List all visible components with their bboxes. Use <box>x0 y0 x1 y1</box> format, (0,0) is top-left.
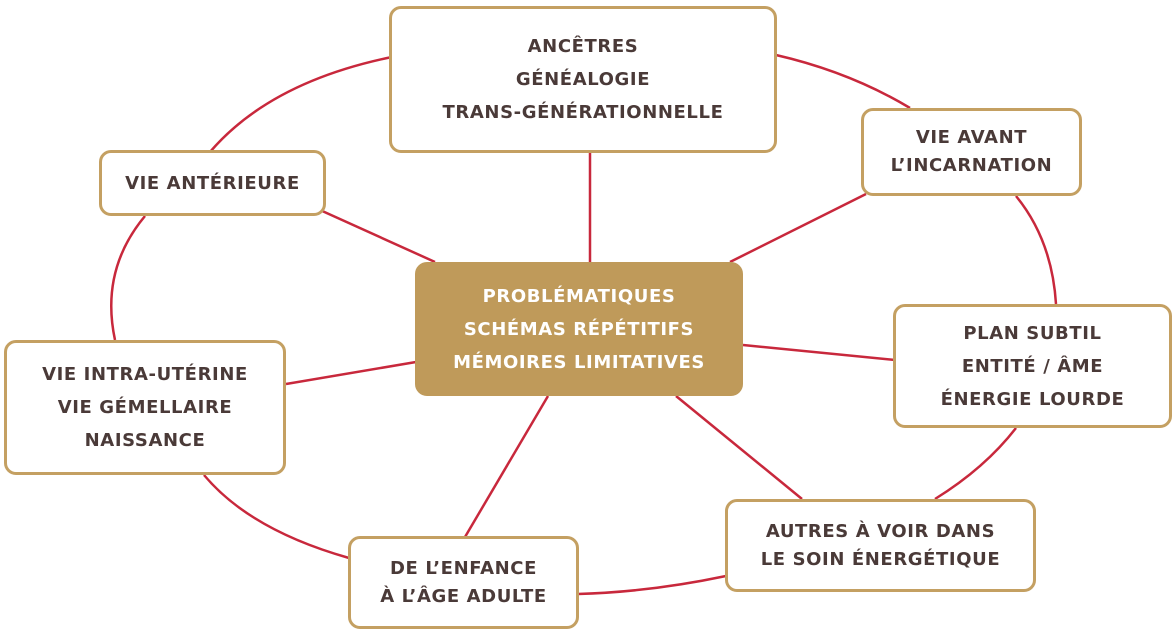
node-ancetres: ANCÊTRES GÉNÉALOGIE TRANS-GÉNÉRATIONNELL… <box>389 6 777 153</box>
spoke-connector-intra <box>285 360 417 386</box>
node-text-line: GÉNÉALOGIE <box>515 69 651 90</box>
node-plan-subtil: PLAN SUBTIL ENTITÉ / ÂME ÉNERGIE LOURDE <box>893 304 1172 428</box>
node-text-line: VIE INTRA-UTÉRINE <box>42 364 248 385</box>
node-text-line: ÉNERGIE LOURDE <box>940 388 1125 410</box>
node-text-line: L’INCARNATION <box>890 155 1053 176</box>
node-text-line: VIE GÉMELLAIRE <box>57 397 233 418</box>
node-text-line: À L’ÂGE ADULTE <box>380 585 547 607</box>
spoke-connector-enfance <box>463 395 550 538</box>
ring-connector-ancetres-avant <box>775 53 911 110</box>
node-text-line: PLAN SUBTIL <box>963 322 1102 344</box>
center-node-problematiques: PROBLÉMATIQUES SCHÉMAS RÉPÉTITIFS MÉMOIR… <box>415 262 743 396</box>
node-text-line: VIE ANTÉRIEURE <box>125 172 300 194</box>
node-text-line: ENTITÉ / ÂME <box>961 355 1104 377</box>
node-text-line: DE L’ENFANCE <box>390 557 537 579</box>
node-text-line: MÉMOIRES LIMITATIVES <box>453 351 705 373</box>
node-enfance-age-adulte: DE L’ENFANCE À L’ÂGE ADULTE <box>348 536 579 629</box>
node-text-line: AUTRES À VOIR DANS <box>765 520 996 542</box>
spoke-connector-avant <box>729 192 867 264</box>
ring-connector-enfance-intra <box>203 474 350 560</box>
node-text-line: SCHÉMAS RÉPÉTITIFS <box>463 318 695 340</box>
spoke-connector-autres <box>675 395 803 500</box>
spoke-connector-anterieure <box>319 208 436 264</box>
node-vie-avant-incarnation: VIE AVANT L’INCARNATION <box>861 108 1082 196</box>
node-text-line: TRANS-GÉNÉRATIONNELLE <box>442 102 724 123</box>
node-text-line: NAISSANCE <box>84 430 206 451</box>
ring-connector-intra-anterieure <box>110 215 146 341</box>
node-text-line: ANCÊTRES <box>527 36 639 57</box>
node-text-line: LE SOIN ÉNERGÉTIQUE <box>760 548 1001 570</box>
ring-connector-autres-enfance <box>577 574 727 596</box>
node-text-line: PROBLÉMATIQUES <box>482 285 676 307</box>
spoke-connector-subtil <box>742 343 896 362</box>
node-vie-intra-uterine: VIE INTRA-UTÉRINE VIE GÉMELLAIRE NAISSAN… <box>4 340 286 475</box>
ring-connector-avant-subtil <box>1015 195 1058 305</box>
ring-connector-anterieure-ancetres <box>209 55 393 153</box>
ring-connector-subtil-autres <box>934 427 1017 501</box>
node-vie-anterieure: VIE ANTÉRIEURE <box>99 150 326 216</box>
node-text-line: VIE AVANT <box>915 127 1028 148</box>
node-autres-soin-energetique: AUTRES À VOIR DANS LE SOIN ÉNERGÉTIQUE <box>725 499 1036 592</box>
